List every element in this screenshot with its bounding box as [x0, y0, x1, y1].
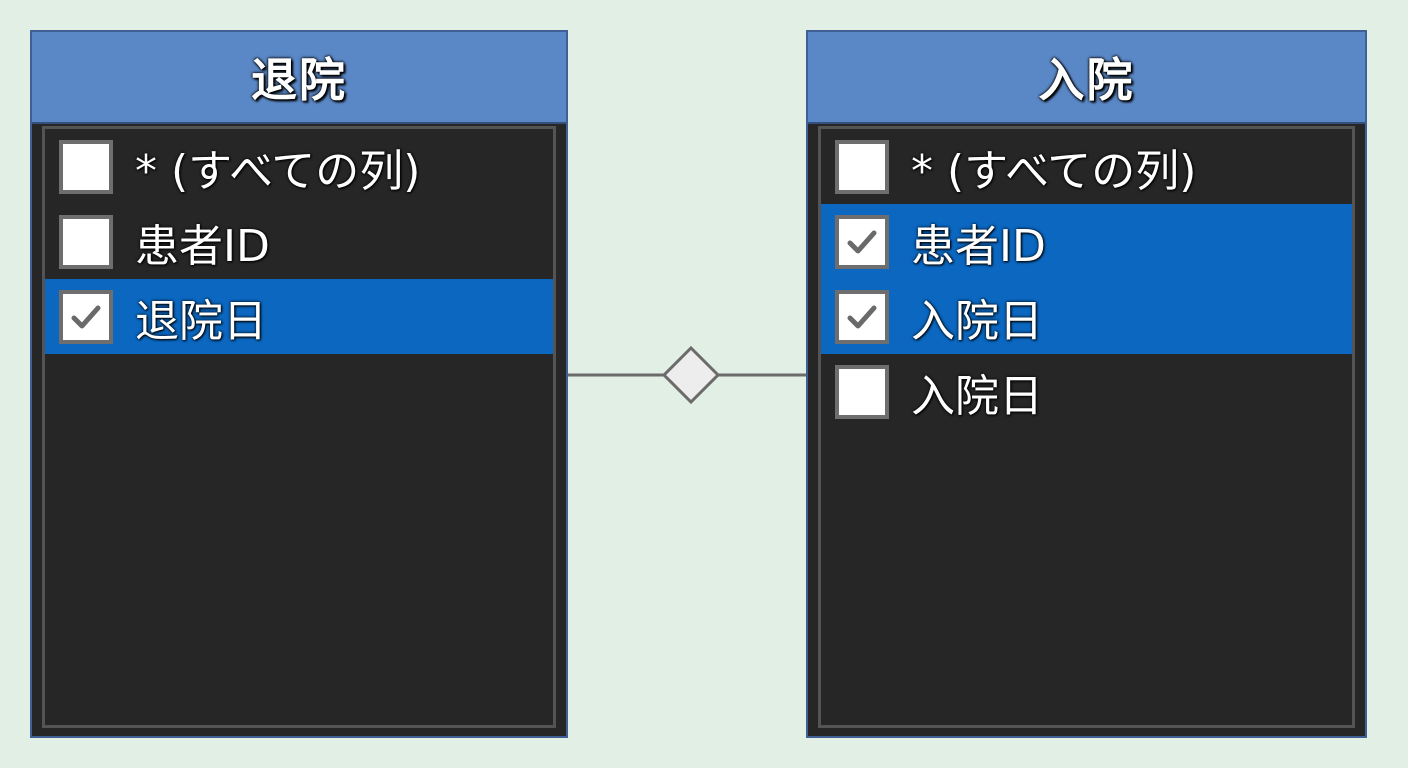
field-checkbox[interactable] [59, 289, 113, 344]
field-row-all-columns[interactable]: * (すべての列) [821, 129, 1352, 204]
field-row-patient-id[interactable]: 患者ID [821, 204, 1352, 279]
field-row-admission-date[interactable]: 入院日 [821, 279, 1352, 354]
table-nyuin[interactable]: 入院 * (すべての列) 患者ID 入院日 入院日 [806, 30, 1367, 738]
field-label: 入院日 [911, 370, 1043, 422]
field-list-panel: * (すべての列) 患者ID 入院日 入院日 [818, 126, 1355, 728]
table-header[interactable]: 入院 [808, 32, 1365, 124]
field-checkbox[interactable] [59, 139, 113, 194]
field-row-all-columns[interactable]: * (すべての列) [45, 129, 553, 204]
field-row-patient-id[interactable]: 患者ID [45, 204, 553, 279]
field-label: 退院日 [135, 295, 267, 347]
field-list: * (すべての列) 患者ID 退院日 [45, 129, 553, 354]
field-label: * (すべての列) [911, 145, 1197, 197]
field-label: 患者ID [911, 220, 1046, 272]
check-icon [847, 305, 877, 328]
field-checkbox[interactable] [835, 289, 889, 344]
check-icon [71, 305, 101, 328]
table-title: 退院 [251, 53, 347, 107]
field-label: 入院日 [911, 295, 1043, 347]
field-label: 患者ID [135, 220, 270, 272]
field-row-admission-date-2[interactable]: 入院日 [821, 354, 1352, 429]
field-label: * (すべての列) [135, 145, 421, 197]
diamond-join-icon[interactable] [661, 345, 721, 405]
field-checkbox[interactable] [835, 214, 889, 269]
field-list-panel: * (すべての列) 患者ID 退院日 [42, 126, 556, 728]
check-icon [847, 230, 877, 253]
field-checkbox[interactable] [835, 139, 889, 194]
field-list: * (すべての列) 患者ID 入院日 入院日 [821, 129, 1352, 429]
table-header[interactable]: 退院 [32, 32, 566, 124]
field-checkbox[interactable] [59, 214, 113, 269]
field-row-discharge-date[interactable]: 退院日 [45, 279, 553, 354]
table-taiin[interactable]: 退院 * (すべての列) 患者ID 退院日 [30, 30, 568, 738]
field-checkbox[interactable] [835, 364, 889, 419]
table-title: 入院 [1038, 53, 1135, 107]
